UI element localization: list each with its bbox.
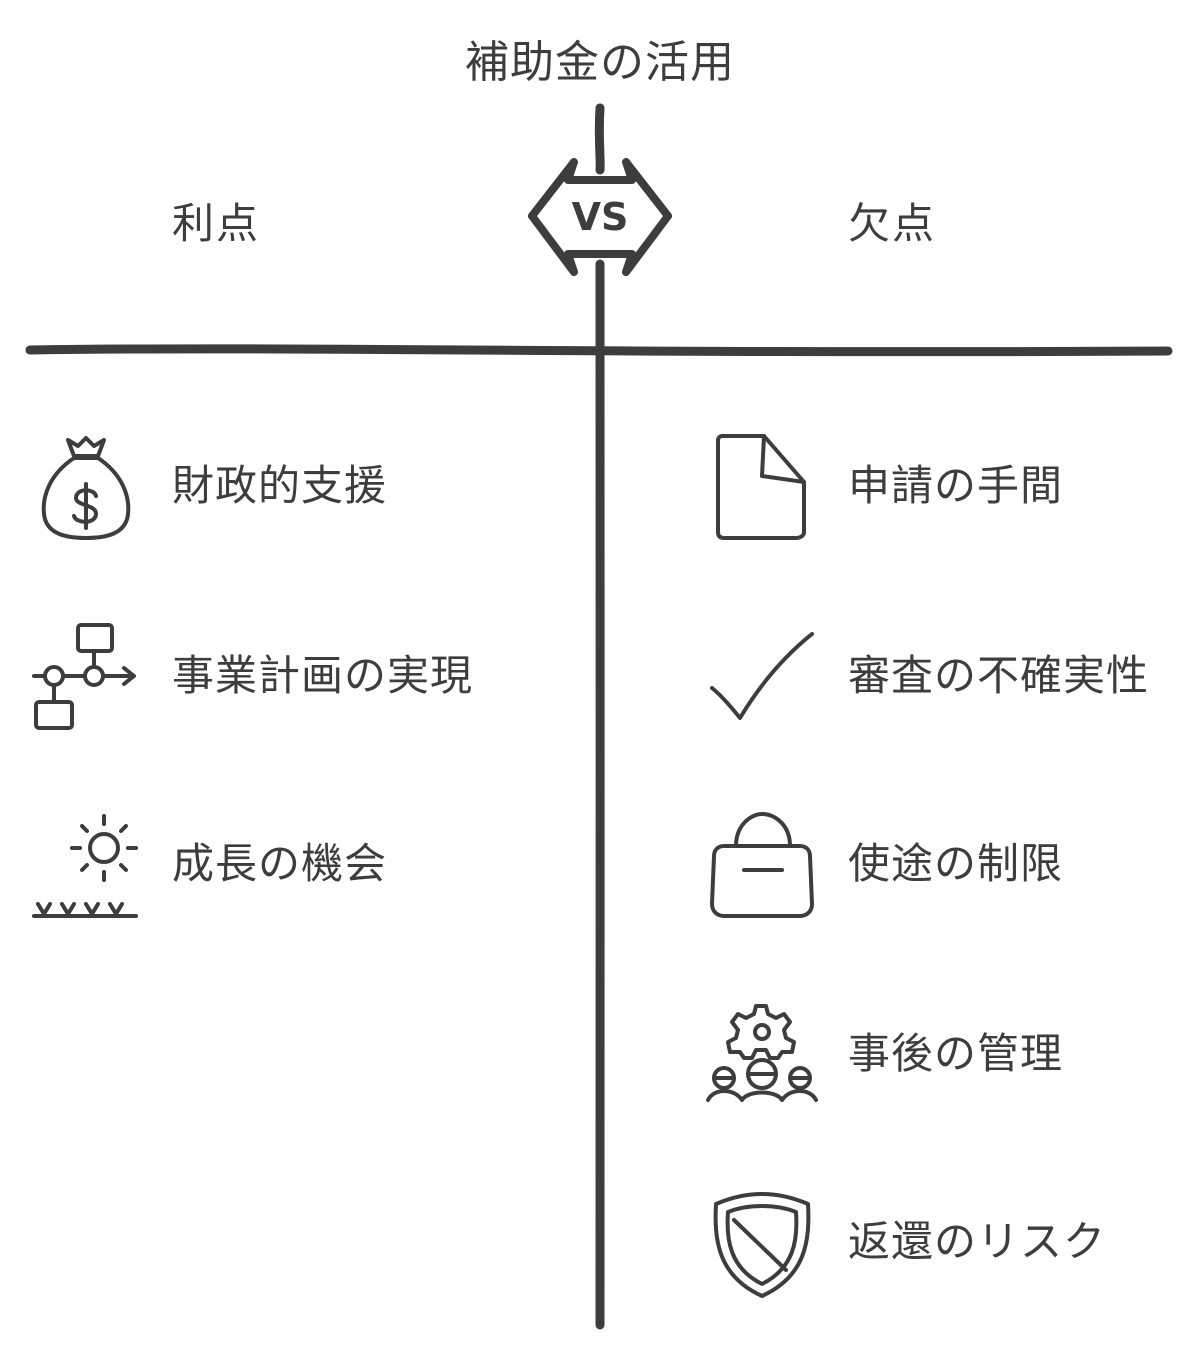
document-icon xyxy=(716,432,808,546)
vertical-divider-top xyxy=(594,103,605,175)
right-item-label: 返還のリスク xyxy=(848,1217,1107,1266)
left-item-label: 事業計画の実現 xyxy=(172,651,474,700)
right-item-label: 使途の制限 xyxy=(848,839,1064,888)
left-heading: 利点 xyxy=(172,199,261,248)
right-heading: 欠点 xyxy=(848,199,937,248)
shield-icon xyxy=(712,1190,812,1304)
vertical-divider-bottom xyxy=(594,259,606,1330)
team-gear-icon xyxy=(706,1000,818,1114)
checkmark-icon xyxy=(708,630,818,730)
left-item-label: 財政的支援 xyxy=(172,461,388,510)
right-item-label: 申請の手間 xyxy=(848,461,1064,510)
right-item-label: 事後の管理 xyxy=(848,1029,1064,1078)
right-item-label: 審査の不確実性 xyxy=(848,651,1150,700)
horizontal-divider xyxy=(25,344,1173,357)
page-title: 補助金の活用 xyxy=(465,37,735,88)
sun-growth-icon xyxy=(30,812,142,926)
left-item-label: 成長の機会 xyxy=(172,839,388,888)
bag-icon xyxy=(710,810,814,924)
vs-text: VS xyxy=(572,195,629,239)
flowchart-icon xyxy=(32,622,140,736)
vs-badge: VS xyxy=(528,158,672,276)
money-bag-icon xyxy=(40,434,132,546)
